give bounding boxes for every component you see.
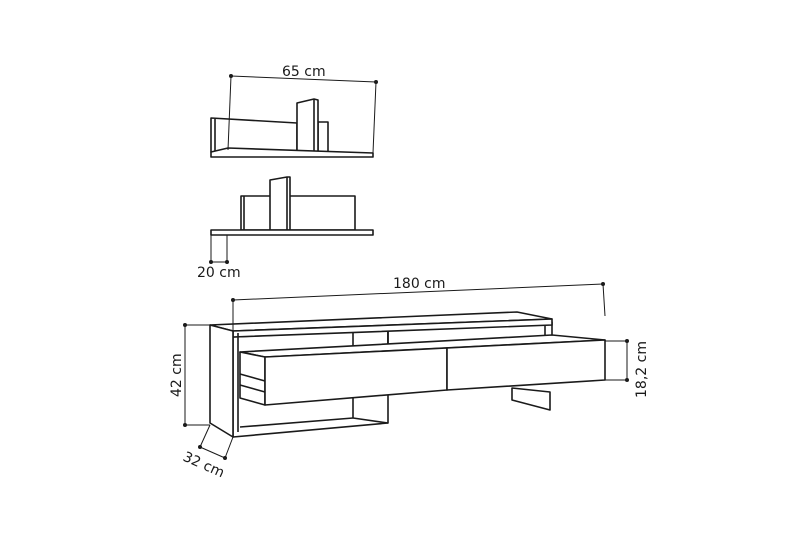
drawer-front-left bbox=[264, 347, 448, 406]
dimension-65cm: 65 cm bbox=[227, 64, 378, 154]
dimension-label: 180 cm bbox=[393, 276, 446, 292]
dimension-label: 20 cm bbox=[197, 265, 241, 281]
tv-unit bbox=[209, 311, 606, 438]
upper-wall-shelf bbox=[210, 98, 374, 158]
dimension-label: 65 cm bbox=[282, 64, 326, 80]
dimension-32cm: 32 cm bbox=[180, 424, 234, 481]
dimension-18-2cm: 18,2 cm bbox=[605, 339, 650, 398]
dimension-label: 18,2 cm bbox=[634, 341, 650, 398]
dimension-42cm: 42 cm bbox=[169, 323, 210, 427]
dimension-label: 32 cm bbox=[180, 449, 226, 481]
dimension-180cm: 180 cm bbox=[231, 276, 606, 331]
dimension-20cm: 20 cm bbox=[197, 235, 241, 281]
lower-wall-shelf bbox=[210, 176, 374, 236]
dimension-label: 42 cm bbox=[169, 353, 185, 397]
drawer-front-right bbox=[446, 339, 606, 391]
